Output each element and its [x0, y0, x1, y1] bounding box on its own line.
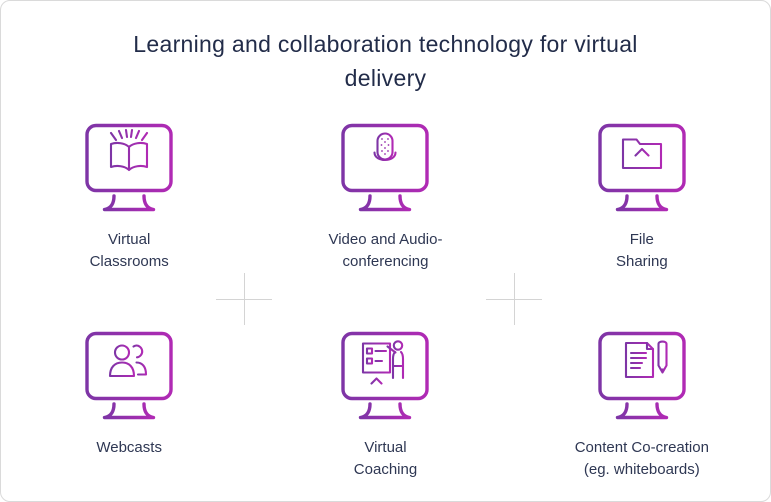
- item-file-sharing: File Sharing: [514, 123, 770, 273]
- item-video-audio-conferencing: Video and Audio- conferencing: [257, 123, 513, 273]
- items-grid: Virtual Classrooms: [1, 123, 770, 481]
- plus-divider-icon: [486, 273, 542, 325]
- page-title: Learning and collaboration technology fo…: [133, 31, 638, 91]
- item-label: File Sharing: [615, 231, 668, 270]
- monitor-folder-upload-icon: [590, 123, 694, 215]
- monitor-microphone-icon: [333, 123, 437, 215]
- plus-divider-icon: [216, 273, 272, 325]
- monitor-open-book-icon: [77, 123, 181, 215]
- item-label: Content Co-creation (eg. whiteboards): [574, 439, 709, 478]
- item-label: Virtual Classrooms: [89, 231, 169, 270]
- item-label: Webcasts: [96, 439, 162, 456]
- item-content-co-creation: Content Co-creation (eg. whiteboards): [514, 331, 770, 481]
- item-virtual-coaching: Virtual Coaching: [257, 331, 513, 481]
- item-label: Virtual Coaching: [353, 439, 418, 478]
- monitor-document-pen-icon: [590, 331, 694, 423]
- monitor-presenter-icon: [333, 331, 437, 423]
- item-virtual-classrooms: Virtual Classrooms: [1, 123, 257, 273]
- item-webcasts: Webcasts: [1, 331, 257, 481]
- monitor-people-icon: [77, 331, 181, 423]
- item-label: Video and Audio- conferencing: [328, 231, 443, 270]
